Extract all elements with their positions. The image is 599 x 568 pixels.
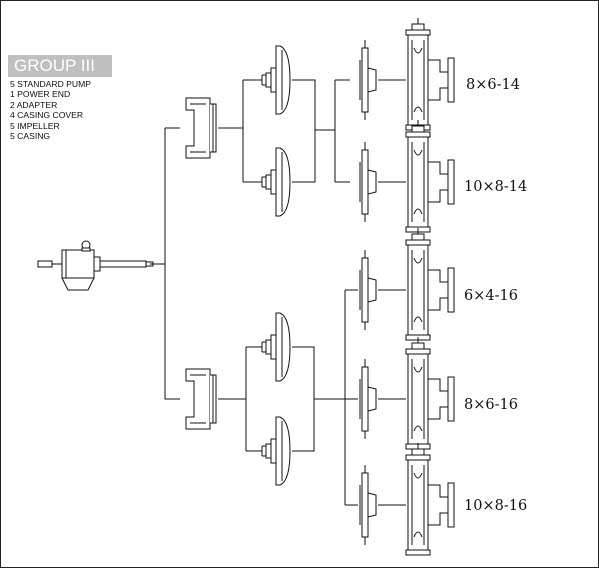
model-label-2: 10×8-14 xyxy=(464,179,528,195)
adapter-to-cover-lines xyxy=(218,79,262,452)
impeller-drawing-1 xyxy=(359,39,377,121)
impeller-to-casing-lines xyxy=(378,79,406,506)
legend-item-power-end: 1 POWER END xyxy=(10,89,71,100)
legend-item-casing: 5 CASING xyxy=(10,131,51,142)
parts-legend: 5 STANDARD PUMP 1 POWER END 2 ADAPTER 4 … xyxy=(10,79,91,141)
casing-drawing-2 xyxy=(405,119,455,233)
legend-item-standard-pump: 5 STANDARD PUMP xyxy=(10,79,92,89)
model-label-5: 10×8-16 xyxy=(464,498,528,514)
power-end-drawing xyxy=(37,240,154,291)
impeller-drawing-5 xyxy=(359,464,377,546)
cover-to-impeller-lines xyxy=(292,79,358,506)
casing-drawing-4 xyxy=(405,336,455,450)
impeller-drawing-2 xyxy=(359,141,377,223)
casing-cover-drawing-4 xyxy=(261,416,291,486)
impeller-drawing-3 xyxy=(359,249,377,331)
legend-item-adapter: 2 ADAPTER xyxy=(10,99,58,110)
adapter-bottom-drawing xyxy=(185,368,217,430)
casing-cover-drawing-2 xyxy=(261,147,291,217)
group-title: GROUP III xyxy=(8,55,112,77)
model-label-3: 6×4-16 xyxy=(464,288,518,304)
model-label-4: 8×6-16 xyxy=(464,397,518,413)
casing-drawing-5 xyxy=(405,442,455,556)
main-connector-lines xyxy=(150,127,180,400)
casing-drawing-3 xyxy=(405,227,455,341)
casing-cover-drawing-3 xyxy=(261,312,291,382)
impeller-drawing-4 xyxy=(359,358,377,440)
legend-item-impeller: 5 IMPELLER xyxy=(10,120,60,131)
model-label-1: 8×6-14 xyxy=(466,77,520,93)
casing-drawing-1 xyxy=(405,17,455,131)
adapter-top-drawing xyxy=(185,97,217,159)
legend-item-casing-cover: 4 CASING COVER xyxy=(10,110,84,121)
casing-cover-drawing-1 xyxy=(261,45,291,115)
